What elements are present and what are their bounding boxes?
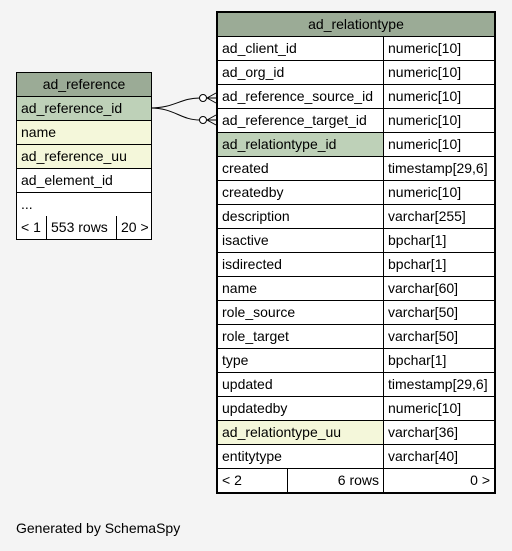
column-name: ...	[21, 196, 33, 212]
column-name: ad_client_id	[218, 37, 384, 60]
table-row[interactable]: ad_reference_uu	[17, 145, 151, 169]
row-count: 553 rows	[47, 216, 117, 239]
prev-link[interactable]: < 2	[218, 469, 288, 492]
prev-link[interactable]: < 1	[17, 216, 47, 239]
table-row[interactable]: ...	[17, 193, 151, 216]
column-type: numeric[10]	[388, 40, 462, 56]
column-name: role_target	[218, 325, 384, 348]
column-name: ad_reference_uu	[17, 145, 151, 168]
column-name: ad_element_id	[21, 172, 113, 188]
table-row[interactable]: ad_reference_id	[17, 97, 151, 121]
column-name: createdby	[218, 181, 384, 204]
table-footer: < 1 553 rows 20 >	[17, 216, 151, 239]
column-name: type	[218, 349, 384, 372]
column-name: name	[218, 277, 384, 300]
table-row[interactable]: name	[17, 121, 151, 145]
column-name: name	[17, 121, 151, 144]
column-type: numeric[10]	[388, 400, 462, 416]
table-row[interactable]: ad_element_id	[17, 169, 151, 193]
column-type: numeric[10]	[388, 136, 462, 152]
column-name: role_source	[218, 301, 384, 324]
column-type: varchar[50]	[388, 304, 459, 320]
column-name: ad_reference_source_id	[218, 85, 384, 108]
column-name: isactive	[218, 229, 384, 252]
column-name: updatedby	[218, 397, 384, 420]
column-name: ad_reference_target_id	[218, 109, 384, 132]
column-type: numeric[10]	[388, 184, 462, 200]
column-name: ad_org_id	[218, 61, 384, 84]
column-type: varchar[255]	[388, 208, 466, 224]
column-type: varchar[50]	[388, 328, 459, 344]
column-name: updated	[218, 373, 384, 396]
generated-by-text: Generated by SchemaSpy	[16, 520, 181, 536]
row-count: 6 rows	[288, 469, 384, 492]
column-name: isdirected	[218, 253, 384, 276]
column-type: timestamp[29,6]	[388, 376, 488, 392]
fk-line-source	[149, 97, 201, 109]
crowfoot-icon	[206, 92, 217, 104]
column-type: varchar[36]	[388, 424, 459, 440]
column-type: numeric[10]	[388, 88, 462, 104]
optional-marker	[199, 116, 207, 124]
column-type: bpchar[1]	[388, 232, 447, 248]
column-name: ad_relationtype_uu	[218, 421, 384, 444]
optional-marker	[199, 94, 207, 102]
column-type: bpchar[1]	[388, 352, 447, 368]
column-type: varchar[40]	[388, 448, 459, 464]
next-link[interactable]: 20 >	[121, 219, 149, 235]
column-name: ad_reference_id	[17, 97, 151, 120]
column-type: varchar[60]	[388, 280, 459, 296]
table-footer: < 2 6 rows 0 >	[218, 468, 494, 492]
column-name: ad_relationtype_id	[218, 133, 384, 156]
column-type: timestamp[29,6]	[388, 160, 488, 176]
crowfoot-icon	[206, 114, 217, 126]
column-name: entitytype	[218, 445, 384, 468]
table-title[interactable]: ad_reference	[17, 73, 151, 97]
column-type: numeric[10]	[388, 64, 462, 80]
column-name: created	[218, 157, 384, 180]
next-link[interactable]: 0 >	[470, 472, 490, 488]
table-title[interactable]: ad_relationtype	[218, 13, 494, 37]
column-name: description	[218, 205, 384, 228]
column-type: bpchar[1]	[388, 256, 447, 272]
column-type: numeric[10]	[388, 112, 462, 128]
fk-line-target	[149, 107, 201, 121]
